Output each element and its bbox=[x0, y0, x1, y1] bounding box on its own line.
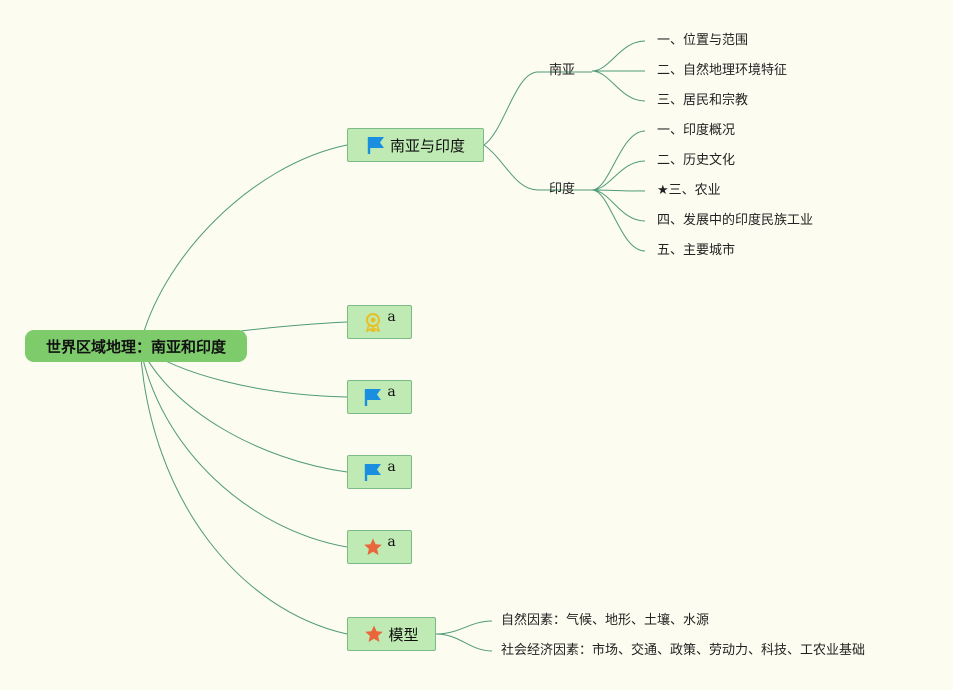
branch-label: a bbox=[387, 459, 396, 475]
connector-nanya bbox=[483, 71, 539, 146]
yellow-award-ribbon-icon bbox=[363, 312, 383, 332]
leaf-topic[interactable]: ★三、农业 bbox=[657, 183, 721, 198]
branch-a-flag-1[interactable]: a bbox=[347, 380, 412, 414]
leaf-topic[interactable]: 一、位置与范围 bbox=[657, 33, 749, 48]
connector-yindu-3 bbox=[591, 189, 646, 192]
connector-root-branch-6 bbox=[139, 345, 348, 635]
leaf-topic[interactable]: 社会经济因素：市场、交通、政策、劳动力、科技、工农业基础 bbox=[501, 643, 866, 658]
leaf-topic[interactable]: 四、发展中的印度民族工业 bbox=[657, 213, 814, 228]
branch-label: a bbox=[387, 309, 396, 325]
branch-label: a bbox=[387, 384, 396, 400]
connector-nanya-1 bbox=[591, 40, 646, 72]
orange-star-icon bbox=[363, 537, 383, 557]
root-topic[interactable]: 世界区域地理：南亚和印度 bbox=[25, 330, 247, 362]
leaf-topic[interactable]: 三、居民和宗教 bbox=[657, 93, 749, 108]
branch-a-star[interactable]: a bbox=[347, 530, 412, 564]
connector-model-2 bbox=[435, 633, 493, 652]
subtopic-yindu[interactable]: 印度 bbox=[549, 182, 576, 197]
leaf-topic[interactable]: 二、自然地理环境特征 bbox=[657, 63, 788, 78]
blue-flag-icon bbox=[363, 387, 383, 407]
connector-root-branch-4 bbox=[139, 345, 348, 473]
connector-model-1 bbox=[435, 620, 493, 635]
root-topic-label: 世界区域地理：南亚和印度 bbox=[45, 337, 226, 356]
connector-nanya-3 bbox=[591, 70, 646, 102]
branch-label: 模型 bbox=[388, 625, 419, 644]
connector-yindu bbox=[483, 144, 539, 191]
subtopic-nanya[interactable]: 南亚 bbox=[549, 63, 576, 78]
connector-root-branch-5 bbox=[139, 345, 348, 548]
connector-yindu-5 bbox=[591, 189, 646, 252]
branch-label: a bbox=[387, 534, 396, 550]
blue-flag-icon bbox=[366, 135, 386, 155]
branch-label: 南亚与印度 bbox=[389, 136, 465, 155]
leaf-topic[interactable]: 自然因素：气候、地形、土壤、水源 bbox=[501, 613, 710, 628]
leaf-topic[interactable]: 五、主要城市 bbox=[657, 243, 736, 258]
branch-nanya-yindu[interactable]: 南亚与印度 bbox=[347, 128, 484, 162]
connector-yindu-1 bbox=[591, 130, 646, 191]
connector-yindu-2 bbox=[591, 160, 646, 191]
branch-a-flag-2[interactable]: a bbox=[347, 455, 412, 489]
connector-yindu-4 bbox=[591, 189, 646, 222]
leaf-topic[interactable]: 二、历史文化 bbox=[657, 153, 736, 168]
leaf-topic[interactable]: 一、印度概况 bbox=[657, 123, 736, 138]
branch-a-award[interactable]: a bbox=[347, 305, 412, 339]
branch-model[interactable]: 模型 bbox=[347, 617, 436, 651]
orange-star-icon bbox=[364, 624, 384, 644]
blue-flag-icon bbox=[363, 462, 383, 482]
connector-root-branch-1 bbox=[139, 144, 348, 347]
